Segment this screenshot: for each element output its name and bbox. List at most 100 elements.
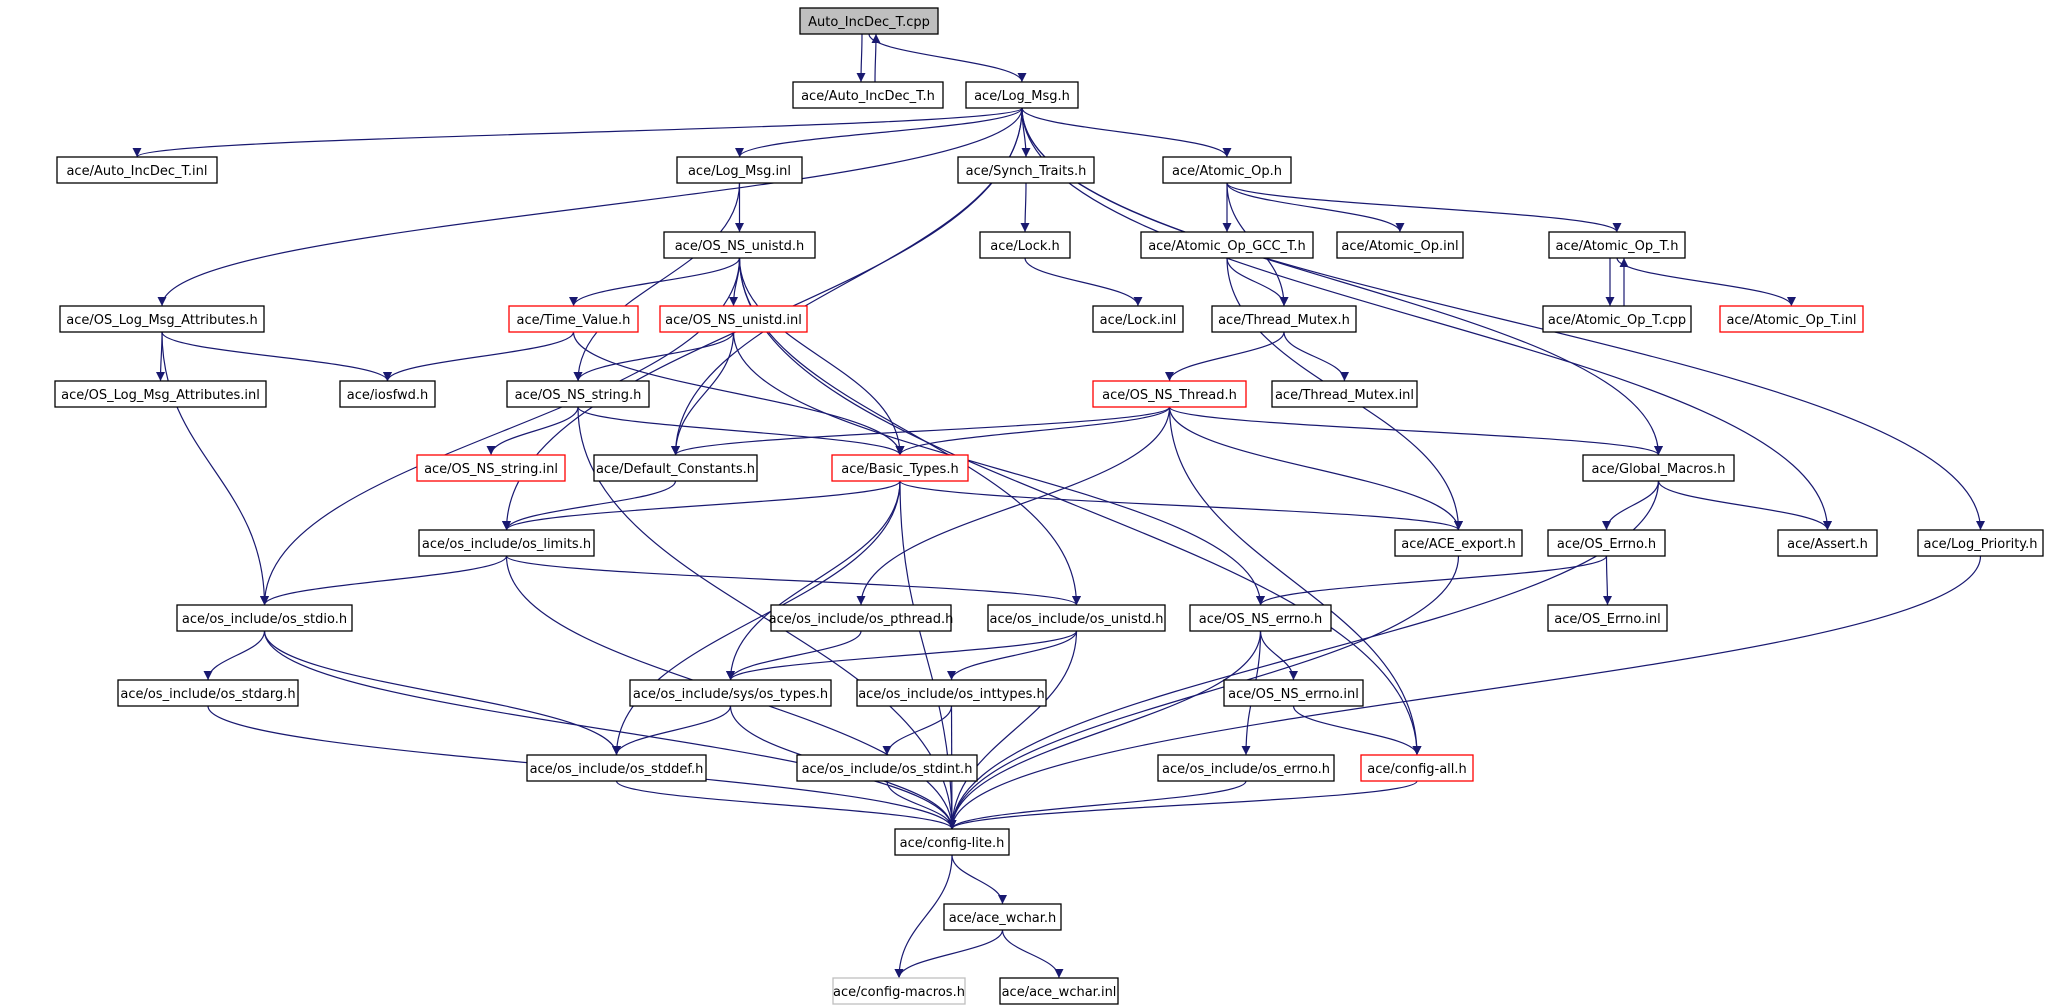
node-box bbox=[676, 156, 803, 184]
node-ace-auto-incdec-t-inl[interactable]: ace/Auto_IncDec_T.inl bbox=[56, 156, 218, 184]
node-box bbox=[508, 305, 639, 333]
edge-ace-thread-mutex-h-to-ace-os-ns-thread-h bbox=[1165, 331, 1285, 382]
node-label: ace/config-lite.h bbox=[900, 836, 1005, 851]
node-ace-os-ns-errno-inl[interactable]: ace/OS_NS_errno.inl bbox=[1223, 679, 1364, 707]
node-ace-atomic-op-t-inl[interactable]: ace/Atomic_Op_T.inl bbox=[1719, 305, 1864, 333]
node-label: ace/os_include/os_unistd.h bbox=[989, 612, 1163, 627]
node-ace-basic-types-h[interactable]: ace/Basic_Types.h bbox=[831, 454, 969, 482]
node-ace-os-include-os-limits-h[interactable]: ace/os_include/os_limits.h bbox=[418, 529, 595, 557]
node-label: ace/os_include/os_stdio.h bbox=[182, 612, 347, 627]
node-ace-os-include-os-unistd-h[interactable]: ace/os_include/os_unistd.h bbox=[987, 604, 1166, 632]
node-ace-thread-mutex-inl[interactable]: ace/Thread_Mutex.inl bbox=[1271, 380, 1418, 408]
node-ace-lock-h[interactable]: ace/Lock.h bbox=[979, 231, 1071, 259]
node-box bbox=[1394, 529, 1523, 557]
node-ace-os-ns-string-h[interactable]: ace/OS_NS_string.h bbox=[506, 380, 650, 408]
node-label: ace/Thread_Mutex.inl bbox=[1275, 388, 1414, 403]
node-ace-os-include-os-stdio-h[interactable]: ace/os_include/os_stdio.h bbox=[176, 604, 353, 632]
edge-ace-log-msg-h-to-ace-os-log-msg-attributes-h bbox=[157, 107, 1023, 307]
node-label: ace/Auto_IncDec_T.inl bbox=[66, 164, 207, 179]
node-label: ace/config-macros.h bbox=[833, 985, 965, 1000]
edge-ace-os-include-sys-os-types-h-to-ace-os-include-os-stddef-h bbox=[612, 705, 732, 756]
node-ace-ace-wchar-inl[interactable]: ace/ace_wchar.inl bbox=[999, 977, 1119, 1005]
node-ace-time-value-h[interactable]: ace/Time_Value.h bbox=[508, 305, 639, 333]
node-ace-default-constants-h[interactable]: ace/Default_Constants.h bbox=[593, 454, 758, 482]
node-box bbox=[1917, 529, 2044, 557]
edge-ace-auto-incdec-t-h-to-auto-incdec-t-cpp bbox=[871, 33, 881, 83]
edge-ace-lock-h-to-ace-lock-inl bbox=[1024, 257, 1143, 307]
node-label: ace/Basic_Types.h bbox=[841, 462, 958, 477]
node-ace-lock-inl[interactable]: ace/Lock.inl bbox=[1092, 305, 1184, 333]
node-box bbox=[856, 679, 1047, 707]
node-box bbox=[1157, 754, 1335, 782]
node-ace-synch-traits-h[interactable]: ace/Synch_Traits.h bbox=[957, 156, 1095, 184]
node-label: ace/os_include/os_limits.h bbox=[422, 537, 591, 552]
node-ace-global-macros-h[interactable]: ace/Global_Macros.h bbox=[1582, 454, 1735, 482]
node-box bbox=[59, 305, 265, 333]
node-ace-log-priority-h[interactable]: ace/Log_Priority.h bbox=[1917, 529, 2044, 557]
node-ace-log-msg-h[interactable]: ace/Log_Msg.h bbox=[965, 81, 1079, 109]
node-label: ace/OS_Errno.inl bbox=[1554, 612, 1660, 627]
node-ace-atomic-op-h[interactable]: ace/Atomic_Op.h bbox=[1162, 156, 1292, 184]
node-ace-os-errno-h[interactable]: ace/OS_Errno.h bbox=[1547, 529, 1666, 557]
node-ace-os-include-os-pthread-h[interactable]: ace/os_include/os_pthread.h bbox=[769, 604, 954, 632]
node-ace-os-ns-string-inl[interactable]: ace/OS_NS_string.inl bbox=[416, 454, 566, 482]
node-box bbox=[770, 604, 952, 632]
edge-ace-log-msg-h-to-ace-log-priority-h bbox=[1021, 107, 1985, 531]
node-ace-auto-incdec-t-h[interactable]: ace/Auto_IncDec_T.h bbox=[792, 81, 944, 109]
node-box bbox=[1092, 380, 1247, 408]
node-ace-os-ns-errno-h[interactable]: ace/OS_NS_errno.h bbox=[1189, 604, 1332, 632]
node-box bbox=[999, 977, 1119, 1005]
node-ace-log-msg-inl[interactable]: ace/Log_Msg.inl bbox=[676, 156, 803, 184]
edge-auto-incdec-t-cpp-to-ace-log-msg-h bbox=[868, 33, 1027, 83]
node-ace-os-ns-unistd-h[interactable]: ace/OS_NS_unistd.h bbox=[663, 231, 816, 259]
edge-ace-os-errno-h-to-ace-os-errno-inl bbox=[1602, 555, 1612, 606]
node-ace-os-include-os-stddef-h[interactable]: ace/os_include/os_stddef.h bbox=[526, 754, 707, 782]
edge-ace-ace-export-h-to-ace-config-lite-h bbox=[947, 555, 1460, 830]
edge-ace-os-include-os-stdio-h-to-ace-config-lite-h bbox=[263, 630, 957, 830]
edge-ace-os-ns-thread-h-to-ace-basic-types-h bbox=[895, 406, 1171, 456]
node-ace-os-include-sys-os-types-h[interactable]: ace/os_include/sys/os_types.h bbox=[629, 679, 832, 707]
node-ace-atomic-op-gcc-t-h[interactable]: ace/Atomic_Op_GCC_T.h bbox=[1140, 231, 1314, 259]
node-label: ace/OS_NS_Thread.h bbox=[1102, 388, 1237, 403]
node-box bbox=[593, 454, 758, 482]
node-ace-assert-h[interactable]: ace/Assert.h bbox=[1777, 529, 1878, 557]
node-ace-os-include-os-stdarg-h[interactable]: ace/os_include/os_stdarg.h bbox=[117, 679, 299, 707]
edge-ace-config-lite-h-to-ace-ace-wchar-h bbox=[951, 854, 1007, 905]
node-label: ace/os_include/os_errno.h bbox=[1162, 762, 1330, 777]
node-ace-os-log-msg-attributes-inl[interactable]: ace/OS_Log_Msg_Attributes.inl bbox=[54, 380, 267, 408]
edge-ace-ace-wchar-h-to-ace-ace-wchar-inl bbox=[1001, 929, 1064, 979]
node-label: ace/OS_NS_unistd.h bbox=[675, 239, 805, 254]
node-ace-os-log-msg-attributes-h[interactable]: ace/OS_Log_Msg_Attributes.h bbox=[59, 305, 265, 333]
node-label: ace/iosfwd.h bbox=[347, 388, 428, 403]
node-ace-os-include-os-stdint-h[interactable]: ace/os_include/os_stdint.h bbox=[796, 754, 978, 782]
node-ace-os-include-os-errno-h[interactable]: ace/os_include/os_errno.h bbox=[1157, 754, 1335, 782]
edge-ace-basic-types-h-to-ace-ace-export-h bbox=[899, 480, 1463, 531]
node-label: ace/Auto_IncDec_T.h bbox=[801, 89, 935, 104]
node-label: ace/Lock.h bbox=[990, 239, 1060, 254]
node-ace-ace-wchar-h[interactable]: ace/ace_wchar.h bbox=[943, 903, 1062, 931]
node-ace-os-ns-thread-h[interactable]: ace/OS_NS_Thread.h bbox=[1092, 380, 1247, 408]
node-box bbox=[1547, 529, 1666, 557]
node-ace-config-all-h[interactable]: ace/config-all.h bbox=[1360, 754, 1474, 782]
node-auto-incdec-t-cpp[interactable]: Auto_IncDec_T.cpp bbox=[799, 7, 939, 35]
node-ace-thread-mutex-h[interactable]: ace/Thread_Mutex.h bbox=[1211, 305, 1357, 333]
edge-ace-basic-types-h-to-ace-os-include-sys-os-types-h bbox=[726, 480, 901, 681]
node-ace-atomic-op-t-cpp[interactable]: ace/Atomic_Op_T.cpp bbox=[1542, 305, 1692, 333]
node-ace-iosfwd-h[interactable]: ace/iosfwd.h bbox=[339, 380, 436, 408]
node-ace-os-ns-unistd-inl[interactable]: ace/OS_NS_unistd.inl bbox=[659, 305, 808, 333]
node-box bbox=[526, 754, 707, 782]
node-box bbox=[117, 679, 299, 707]
node-ace-atomic-op-inl[interactable]: ace/Atomic_Op.inl bbox=[1336, 231, 1464, 259]
node-label: ace/os_include/os_stdarg.h bbox=[120, 687, 295, 702]
node-ace-config-lite-h[interactable]: ace/config-lite.h bbox=[894, 828, 1010, 856]
node-box bbox=[663, 231, 816, 259]
node-ace-atomic-op-t-h[interactable]: ace/Atomic_Op_T.h bbox=[1548, 231, 1686, 259]
node-ace-os-errno-inl[interactable]: ace/OS_Errno.inl bbox=[1547, 604, 1668, 632]
node-ace-ace-export-h[interactable]: ace/ACE_export.h bbox=[1394, 529, 1523, 557]
node-label: ace/os_include/os_stdint.h bbox=[802, 762, 973, 777]
edge-ace-time-value-h-to-ace-iosfwd-h bbox=[383, 331, 575, 382]
node-label: ace/Thread_Mutex.h bbox=[1218, 313, 1350, 328]
node-ace-os-include-os-inttypes-h[interactable]: ace/os_include/os_inttypes.h bbox=[856, 679, 1047, 707]
node-label: ace/OS_NS_errno.inl bbox=[1228, 687, 1359, 702]
node-ace-config-macros-h[interactable]: ace/config-macros.h bbox=[832, 977, 966, 1005]
